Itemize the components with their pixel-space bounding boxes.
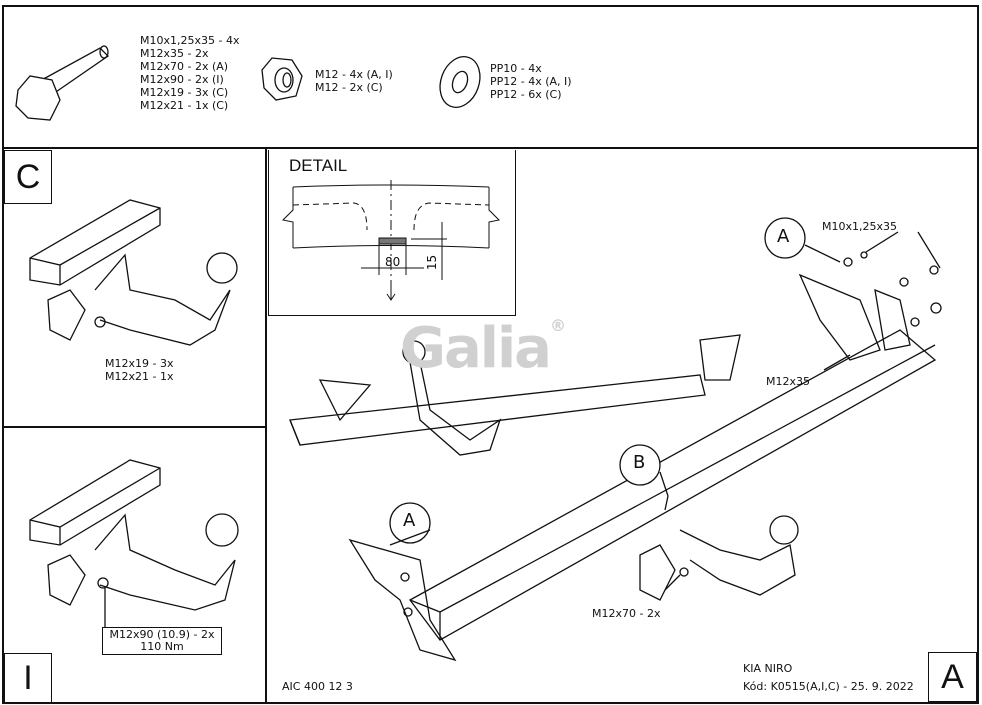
variant-c-label: C (4, 150, 52, 204)
torque-box: M12x90 (10.9) - 2x 110 Nm (102, 627, 222, 655)
callout-b: B (633, 452, 646, 473)
bolt-label: M10x1,25x35 (822, 220, 897, 233)
nut-list: M12 - 4x (A, I) M12 - 2x (C) (315, 68, 393, 94)
bolt-icon (15, 45, 110, 121)
product-code: AIC 400 12 3 (282, 680, 353, 693)
washer-item: PP12 - 4x (A, I) (490, 75, 572, 88)
washer-icon (439, 56, 481, 108)
washer-item: PP10 - 4x (490, 62, 542, 75)
bolt-item: M12x35 - 2x (140, 47, 209, 60)
dimension-width: 80 (385, 255, 401, 269)
bolt-item: M12x19 - 3x (C) (140, 86, 229, 99)
bolt-label: M12x35 (766, 375, 810, 388)
logo-text: Galia (400, 316, 552, 381)
detail-drawing (281, 180, 501, 301)
nut-item: M12 - 4x (A, I) (315, 68, 393, 81)
towbar-i-illustration (29, 459, 239, 627)
bolt-label: M12x70 - 2x (592, 607, 661, 620)
bolt-label: M12x90 (10.9) - 2x (109, 628, 215, 641)
bolt-item: M12x90 - 2x (I) (140, 73, 224, 86)
towbar-c-illustration (29, 199, 238, 346)
towbar-assembly (289, 217, 942, 662)
bolt-list: M10x1,25x35 - 4x M12x35 - 2x M12x70 - 2x… (140, 34, 239, 112)
bolt-item: M10x1,25x35 - 4x (140, 34, 240, 47)
torque-value: 110 Nm (140, 640, 184, 653)
nut-item: M12 - 2x (C) (315, 81, 383, 94)
divider (2, 426, 266, 428)
callout-a: A (403, 510, 416, 531)
galia-logo: Galia® (400, 316, 566, 381)
drawing-frame (2, 5, 979, 704)
approval-code: Kód: K0515(A,I,C) - 25. 9. 2022 (743, 680, 914, 693)
detail-panel: DETAIL 80 15 (268, 150, 516, 316)
dimension-height: 15 (425, 254, 440, 271)
divider (2, 147, 979, 149)
washer-item: PP12 - 6x (C) (490, 88, 562, 101)
bolt-label: M12x19 - 3x (105, 357, 174, 370)
bolt-item: M12x21 - 1x (C) (140, 99, 229, 112)
callout-a: A (777, 226, 790, 247)
variant-a-label: A (928, 652, 977, 702)
variant-i-label: I (4, 653, 52, 703)
divider (265, 148, 267, 702)
detail-title: DETAIL (289, 156, 348, 175)
bolt-item: M12x70 - 2x (A) (140, 60, 229, 73)
washer-list: PP10 - 4x PP12 - 4x (A, I) PP12 - 6x (C) (490, 62, 572, 101)
bolt-label: M12x21 - 1x (105, 370, 174, 383)
vehicle-name: KIA NIRO (743, 662, 793, 675)
nut-icon (261, 57, 303, 101)
panel-c-labels: M12x19 - 3x M12x21 - 1x (105, 357, 173, 383)
